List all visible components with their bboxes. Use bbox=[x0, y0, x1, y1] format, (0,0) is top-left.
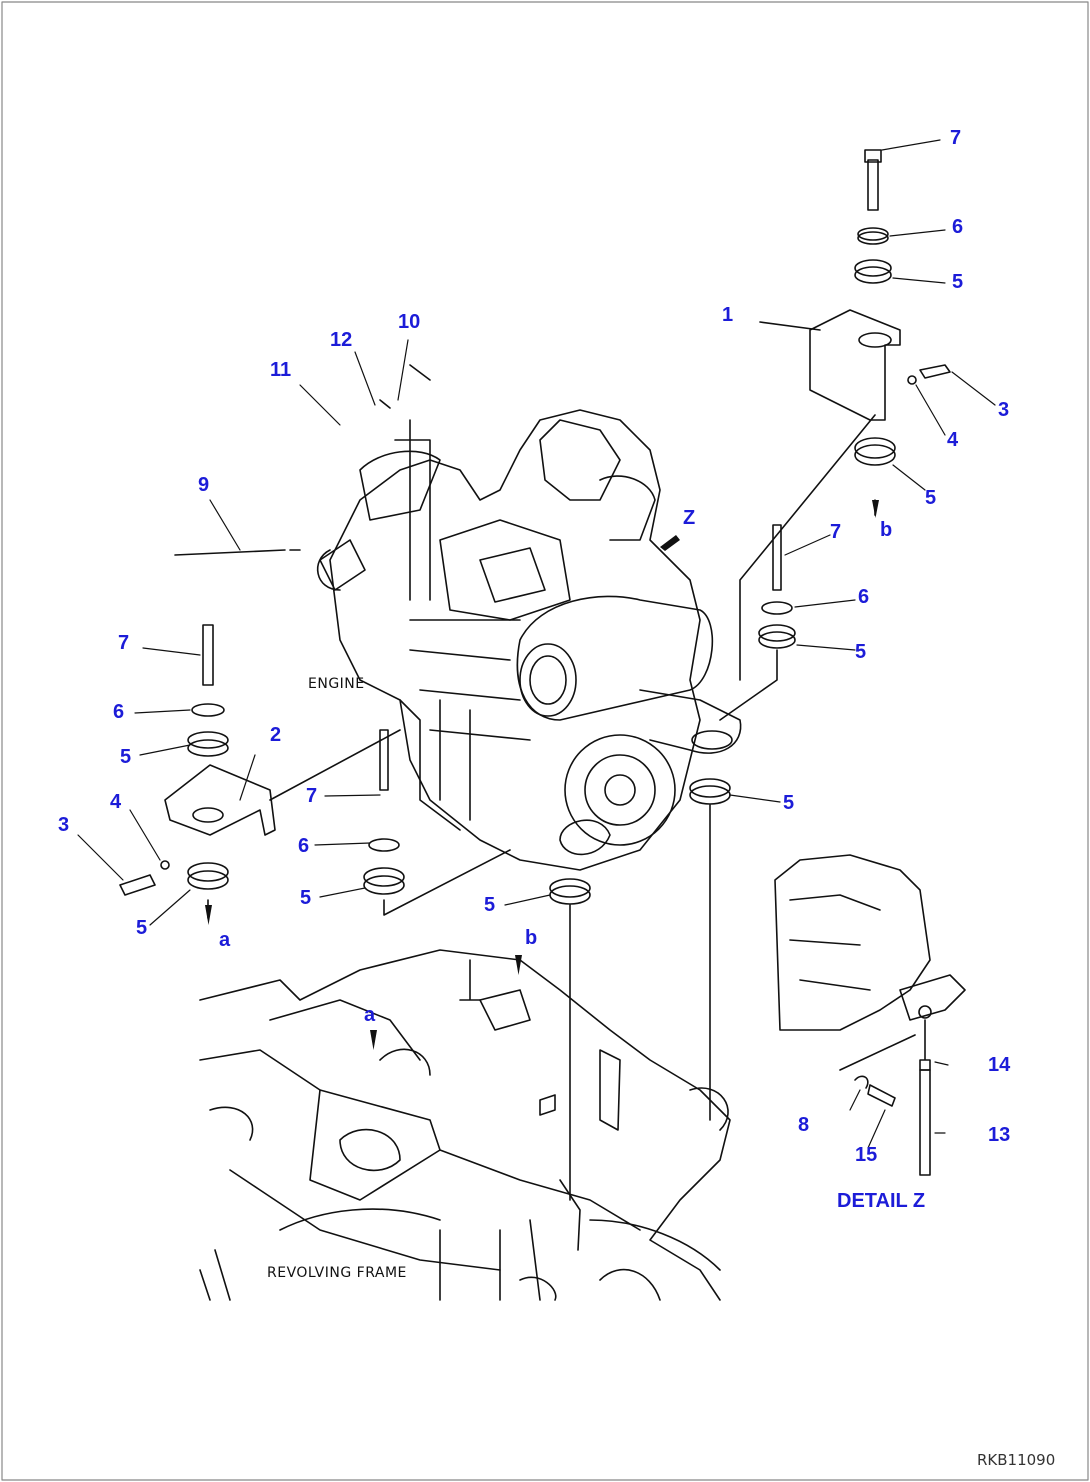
down-arrow-icon bbox=[370, 1030, 377, 1050]
detail-z-title: DETAIL Z bbox=[837, 1190, 926, 1212]
down-arrow-icon bbox=[872, 500, 879, 518]
callout-8: 8 bbox=[798, 1114, 810, 1136]
drawing-code: RKB11090 bbox=[977, 1451, 1056, 1469]
direction-arrow-icon bbox=[660, 535, 680, 551]
callout-7: 7 bbox=[830, 521, 842, 543]
engine-label: ENGINE bbox=[308, 676, 365, 692]
arrow-markers bbox=[205, 500, 879, 1050]
label-b: b bbox=[880, 519, 893, 541]
callout-9: 9 bbox=[198, 474, 210, 496]
callout-5: 5 bbox=[952, 271, 964, 293]
front-mount bbox=[363, 729, 591, 1201]
leader-lines bbox=[77, 139, 996, 1149]
callout-4: 4 bbox=[947, 429, 959, 451]
callout-7: 7 bbox=[118, 632, 130, 654]
callout-4: 4 bbox=[110, 791, 122, 813]
callout-7: 7 bbox=[306, 785, 318, 807]
callout-5: 5 bbox=[300, 887, 312, 909]
callout-15: 15 bbox=[855, 1144, 878, 1166]
callout-6: 6 bbox=[858, 586, 870, 608]
label-a: a bbox=[219, 929, 231, 951]
connector-lines bbox=[174, 321, 876, 681]
callout-7: 7 bbox=[950, 127, 962, 149]
left-mount bbox=[119, 624, 401, 919]
label-a: a bbox=[364, 1004, 376, 1026]
label-z: Z bbox=[683, 507, 696, 529]
engine-drawing bbox=[316, 409, 742, 871]
callout-5: 5 bbox=[136, 917, 148, 939]
callout-14: 14 bbox=[988, 1054, 1011, 1076]
callout-6: 6 bbox=[952, 216, 964, 238]
callout-13: 13 bbox=[988, 1124, 1011, 1146]
revolving-frame-label: REVOLVING FRAME bbox=[267, 1265, 407, 1281]
callout-5: 5 bbox=[783, 792, 795, 814]
down-arrow-icon bbox=[515, 955, 522, 975]
top-right-mount bbox=[809, 149, 951, 516]
callout-1: 1 bbox=[722, 304, 734, 326]
callout-10: 10 bbox=[398, 311, 421, 333]
callout-2: 2 bbox=[270, 724, 282, 746]
callout-6: 6 bbox=[298, 835, 310, 857]
callout-5: 5 bbox=[120, 746, 132, 768]
callout-5: 5 bbox=[925, 487, 937, 509]
down-arrow-icon bbox=[205, 905, 212, 925]
callout-3: 3 bbox=[58, 814, 70, 836]
callout-6: 6 bbox=[113, 701, 125, 723]
callout-5: 5 bbox=[855, 641, 867, 663]
callout-11: 11 bbox=[270, 359, 292, 381]
detail-z-drawing bbox=[774, 854, 966, 1176]
callout-3: 3 bbox=[998, 399, 1010, 421]
callout-12: 12 bbox=[330, 329, 353, 351]
label-b: b bbox=[525, 927, 538, 949]
right-mount-column bbox=[689, 524, 796, 1121]
callout-5: 5 bbox=[484, 894, 496, 916]
revolving-frame bbox=[199, 949, 731, 1301]
